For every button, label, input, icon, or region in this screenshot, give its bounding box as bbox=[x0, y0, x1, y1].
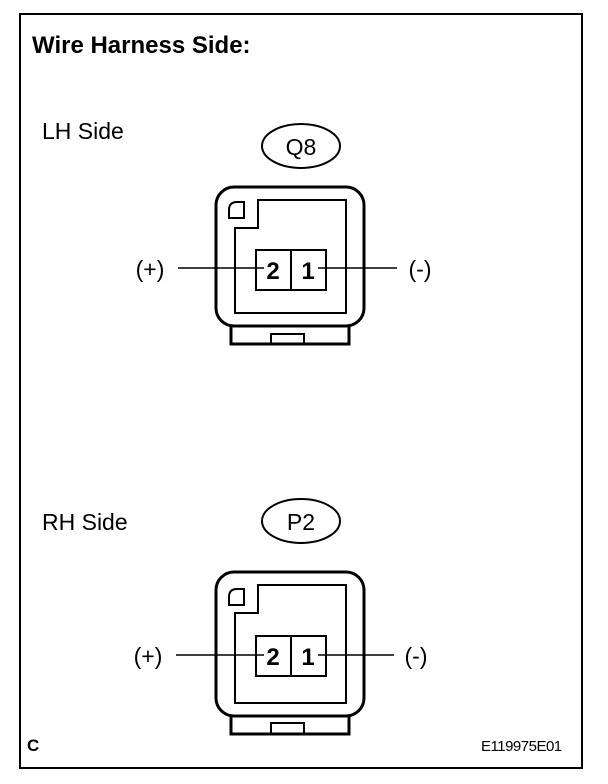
lh-connector-key-icon bbox=[228, 201, 245, 219]
lh-pin-1-polarity: (-) bbox=[409, 256, 432, 282]
rh-pin-1-polarity: (-) bbox=[405, 643, 428, 669]
lh-connector-id: Q8 bbox=[286, 134, 317, 160]
lh-side-label: LH Side bbox=[42, 118, 124, 144]
lh-pin-1-number: 1 bbox=[301, 258, 314, 285]
lh-pin-2-polarity: (+) bbox=[136, 256, 165, 282]
rh-connector-face bbox=[234, 584, 347, 704]
rh-pin-1-number: 1 bbox=[301, 644, 314, 671]
lh-connector-face bbox=[234, 199, 347, 314]
corner-mark: C bbox=[27, 736, 40, 755]
rh-pin-1-cell bbox=[290, 635, 327, 677]
rh-pin-2-polarity: (+) bbox=[134, 643, 163, 669]
lh-connector-id-oval bbox=[261, 123, 341, 169]
rh-connector-latch-tab bbox=[270, 722, 305, 735]
rh-connector-id: P2 bbox=[287, 509, 315, 535]
rh-pin-2-number: 2 bbox=[266, 644, 279, 671]
lh-pin-1-cell bbox=[290, 249, 327, 291]
figure-code: E119975E01 bbox=[481, 738, 562, 755]
lh-connector-latch-tab bbox=[270, 333, 305, 345]
lh-pin-2-number: 2 bbox=[266, 258, 279, 285]
diagram-title: Wire Harness Side: bbox=[32, 32, 251, 59]
rh-side-label: RH Side bbox=[42, 509, 128, 535]
rh-connector-key-icon bbox=[228, 588, 245, 606]
rh-connector-id-oval bbox=[261, 498, 341, 544]
